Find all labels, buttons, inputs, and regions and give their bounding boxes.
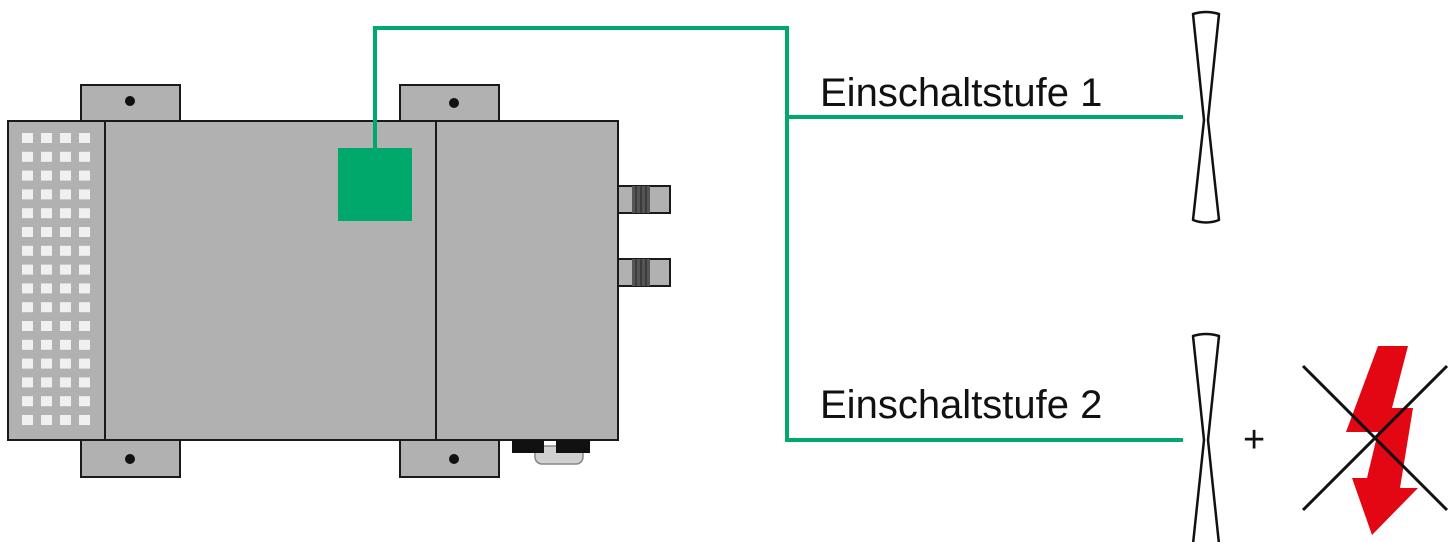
vent-slot <box>41 151 52 162</box>
vent-slot <box>22 189 33 200</box>
vent-slot <box>41 208 52 219</box>
vent-slot <box>60 264 71 275</box>
connector-icon <box>617 185 671 214</box>
vent-slot <box>79 227 90 237</box>
vent-slot <box>41 358 52 369</box>
vent-slot <box>41 396 52 407</box>
screw-hole <box>125 96 135 106</box>
vent-slot <box>41 170 52 181</box>
screw-hole <box>125 454 135 464</box>
relay-block <box>338 148 412 221</box>
vent-slot <box>60 358 71 369</box>
vent-slot <box>79 264 90 275</box>
vent-slot <box>79 358 90 369</box>
vent-slot <box>79 339 90 350</box>
vent-slot <box>22 133 33 143</box>
vent-slot <box>79 189 90 200</box>
device-housing <box>7 120 619 441</box>
vent-slot <box>41 189 52 200</box>
vent-slot <box>22 151 33 162</box>
vent-slot <box>79 396 90 407</box>
vent-slot <box>60 151 71 162</box>
vent-slot <box>41 302 52 313</box>
fan-icon <box>1191 332 1221 542</box>
vent-slot <box>22 358 33 369</box>
vent-slot <box>41 283 52 294</box>
vent-slot <box>79 170 90 181</box>
vent-slot <box>41 377 52 388</box>
plus-sign: + <box>1243 419 1265 461</box>
vent-slot <box>22 227 33 237</box>
cross-out-icon <box>1301 364 1449 512</box>
vent-slot <box>79 151 90 162</box>
vent-slot <box>79 377 90 388</box>
connection-line <box>373 26 1183 442</box>
vent-slot <box>79 283 90 294</box>
vent-slot <box>22 377 33 388</box>
vent-slot <box>22 339 33 350</box>
vent-slot <box>60 321 71 331</box>
vent-slot <box>22 396 33 407</box>
vent-slot <box>60 170 71 181</box>
vent-slot <box>79 302 90 313</box>
vent-slot <box>22 321 33 331</box>
vent-slot <box>41 321 52 331</box>
vent-slot <box>22 264 33 275</box>
vent-slot <box>60 208 71 219</box>
vent-slot <box>41 264 52 275</box>
vent-slot <box>22 283 33 294</box>
vent-slot <box>60 339 71 350</box>
vent-slot <box>22 170 33 181</box>
vent-slot <box>41 245 52 256</box>
vent-slot <box>41 133 52 143</box>
vent-slot <box>22 415 33 425</box>
vent-slot <box>60 227 71 237</box>
vent-slot <box>60 302 71 313</box>
vent-slot <box>60 377 71 388</box>
vent-slot <box>41 415 52 425</box>
fan-icon <box>1191 10 1221 224</box>
vent-slot <box>60 283 71 294</box>
vent-grid <box>22 133 90 425</box>
screw-hole <box>449 454 459 464</box>
bottom-connector-icon <box>512 440 590 465</box>
vent-slot <box>79 245 90 256</box>
vent-slot <box>79 208 90 219</box>
vent-slot <box>22 245 33 256</box>
stage1-label: Einschaltstufe 1 <box>820 71 1102 115</box>
vent-slot <box>60 415 71 425</box>
vent-slot <box>22 208 33 219</box>
screw-hole <box>449 98 459 108</box>
vent-slot <box>79 133 90 143</box>
vent-slot <box>79 415 90 425</box>
vent-slot <box>79 321 90 331</box>
stage2-label: Einschaltstufe 2 <box>820 383 1102 427</box>
vent-slot <box>60 396 71 407</box>
vent-slot <box>60 245 71 256</box>
vent-slot <box>41 227 52 237</box>
vent-slot <box>60 133 71 143</box>
vent-slot <box>41 339 52 350</box>
connector-icon <box>617 258 671 287</box>
controller-unit-icon <box>7 84 671 478</box>
vent-slot <box>22 302 33 313</box>
vent-slot <box>60 189 71 200</box>
lightning-bolt-icon <box>1346 346 1418 535</box>
